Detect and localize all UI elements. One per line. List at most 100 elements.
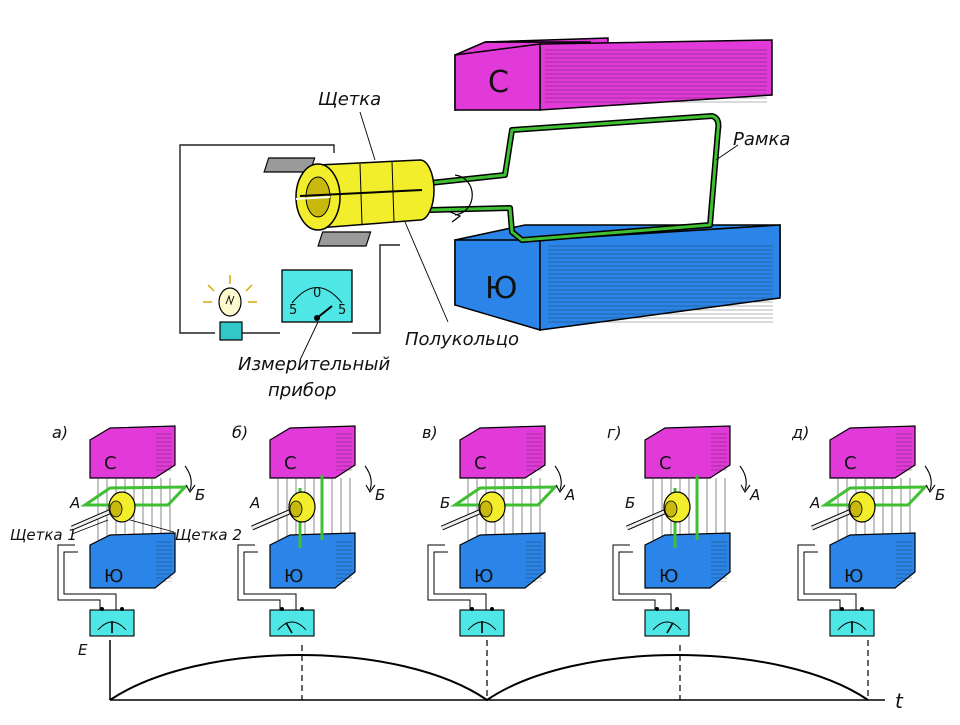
meter-label-2: прибор: [268, 380, 336, 401]
stage-meter-scale: [652, 621, 682, 631]
stage-brush1-leader: [71, 519, 109, 535]
stage-wire-left: [57, 544, 101, 610]
stage-meter-terminal: [120, 607, 124, 611]
stage-meter-terminal: [300, 607, 304, 611]
north-label: С: [488, 65, 509, 100]
meter-scale-right: 5: [338, 303, 346, 318]
stage-north-label: С: [284, 453, 297, 474]
stage-frame: [820, 485, 929, 507]
lamp-rays: [203, 275, 257, 303]
leader-lines: [299, 111, 739, 361]
emf-curve: [109, 654, 869, 702]
stage-meter-needle: [285, 622, 293, 634]
wire-right: [352, 244, 400, 334]
south-magnet-hatch: [548, 245, 773, 323]
stage-rotation-arrow-head: [925, 484, 936, 494]
stage-meter-terminal: [675, 607, 679, 611]
stage-wire-right: [243, 551, 297, 610]
frame-wire: [429, 113, 722, 243]
stage-north-label: С: [659, 453, 672, 474]
stage-emf-label: Е: [78, 641, 88, 659]
stage-right-letter: Б: [375, 486, 385, 504]
stage-south-magnet: [269, 532, 356, 589]
top-generator: С Ю: [179, 37, 790, 401]
meter-pivot: [314, 315, 320, 321]
meter-icon: 5 0 5: [281, 269, 353, 323]
meter-scale-left: 5: [289, 303, 297, 318]
brush-leader: [359, 111, 376, 161]
stage-north-magnet: [644, 425, 731, 479]
lamp-bulb: [218, 287, 242, 317]
stage-commutator-hole: [109, 500, 123, 518]
stage-tag: а): [52, 423, 68, 442]
stage-brush2-leader: [129, 519, 175, 533]
stage-meter-terminal: [100, 607, 104, 611]
stage-wire-left: [797, 544, 841, 610]
meter-scale-mid: 0: [313, 286, 321, 301]
stage-commutator-hole: [664, 500, 678, 518]
meter-scale: [291, 287, 343, 304]
stage-rotation-arrow: [364, 465, 372, 491]
stage-north-magnet: [459, 425, 546, 479]
stage-south-magnet: [459, 532, 546, 589]
stage-tag: д): [791, 423, 809, 442]
stage-north-magnet: [89, 425, 176, 479]
wire-left: [179, 144, 335, 334]
commutator-gap-highlight: [295, 196, 331, 200]
stage-meter-terminal: [490, 607, 494, 611]
meter-label-1: Измерительный: [238, 354, 390, 375]
stage-south-hatch: [896, 540, 912, 582]
stage-meter-terminal: [655, 607, 659, 611]
stage-meter-needle: [666, 622, 674, 634]
rotation-arrow-head: [449, 211, 462, 223]
stage-right-letter: Б: [935, 486, 945, 504]
stage-wire-right: [433, 551, 487, 610]
stage-north-label: С: [104, 453, 117, 474]
stage-meter-scale: [277, 621, 307, 631]
stage-rotation-arrow-head: [365, 484, 376, 494]
stage-brush2-label: Щетка 2: [175, 526, 242, 544]
half-ring-leader: [404, 221, 449, 323]
stage-right-letter: А: [564, 486, 575, 504]
north-magnet-hatch: [545, 48, 767, 103]
half-ring-label: Полукольцо: [405, 329, 519, 350]
meter-body: [281, 269, 353, 323]
stage-north-label: С: [474, 453, 487, 474]
stage-frame: [80, 485, 189, 507]
stage-north-hatch: [711, 432, 727, 472]
commutator-body: [317, 159, 435, 229]
stage-south-magnet: [644, 532, 731, 589]
meter-leader: [299, 321, 319, 361]
stage-rotation-arrow-head: [555, 484, 566, 494]
frame-label: Рамка: [733, 129, 790, 150]
commutator-seam-2: [391, 161, 395, 223]
stage-south-label: Ю: [284, 566, 303, 587]
stage-wire-right: [63, 551, 117, 610]
stage-meter-terminal: [840, 607, 844, 611]
stage-rotation-arrow-head: [740, 484, 751, 494]
stage-wire-left: [237, 544, 281, 610]
stage-south-hatch: [336, 540, 352, 582]
north-magnet: С: [454, 37, 773, 111]
stage-meter-terminal: [280, 607, 284, 611]
stage-rotation-arrow: [184, 465, 192, 491]
meter-needle: [316, 305, 333, 319]
stage-north-hatch: [156, 432, 172, 472]
stage-south-hatch: [526, 540, 542, 582]
stage-rotation-arrow-head: [185, 484, 196, 494]
stage-south-hatch: [711, 540, 727, 582]
stage-rotation-arrow: [554, 465, 562, 491]
stage-wire-right: [803, 551, 857, 610]
stage-south-label: Ю: [104, 566, 123, 587]
rotation-arrow: [454, 174, 473, 216]
stage-north-hatch: [896, 432, 912, 472]
stage-wire-right: [618, 551, 672, 610]
external-circuit: [179, 144, 400, 334]
emf-graph: t: [109, 640, 904, 713]
stage-rotation-arrow: [739, 465, 747, 491]
